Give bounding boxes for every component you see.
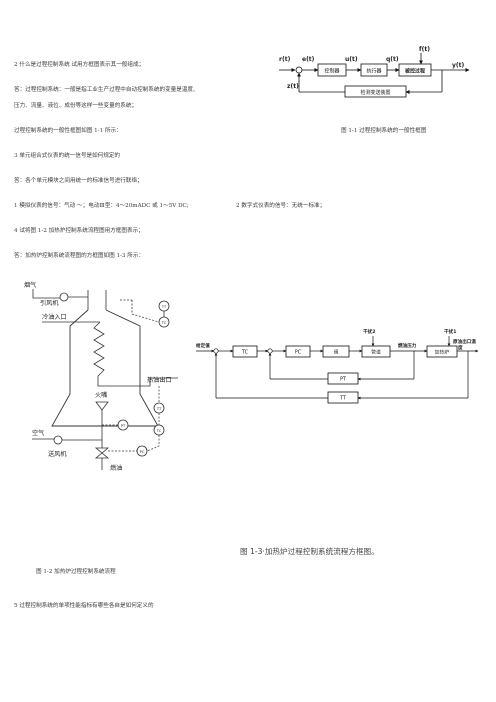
fig3-pipe-block [361, 345, 391, 358]
answer-3-analog: 1 模拟仪表的信号：气动 ～；电动Ⅲ型：4～20mADC 或 1～5V DC; [14, 203, 189, 209]
fig2-fuel-valve-icon [94, 447, 110, 459]
fig3-valve-label: 阀 [334, 349, 339, 356]
fig2-induced-fan-label: 引风机 [40, 299, 59, 307]
answer-3-digital: 2 数字式仪表的信号：无统一标准； [236, 203, 326, 209]
fig2-cold-oil-label: 冷油入口 [42, 313, 67, 321]
fig3-tt-label: TT [339, 396, 346, 402]
fig3-pc-label: PC [295, 350, 302, 356]
fig2-tc-label-lower: TC [156, 429, 162, 433]
question-2: 2 什么是过程控制系统 试用方框图表示其一般组成； [14, 62, 145, 68]
fig3-pt-block [327, 372, 359, 385]
fig3-furnace-label: 加热炉 [435, 349, 450, 356]
fig1-q-label: q(t) [386, 56, 399, 63]
fig1-y-label: y(t) [452, 62, 465, 69]
fig3-pt-label: PT [340, 377, 346, 383]
fig3-valve-block [322, 345, 350, 358]
fig3-tc-label: TC [241, 350, 249, 356]
fig3-fuel-pressure-label: 燃油压力 [398, 342, 417, 349]
fig3-disturbance-1-label: 干扰1 [444, 328, 456, 335]
fig3-pc-block [285, 345, 311, 358]
fig1-e-label: e(t) [302, 56, 315, 63]
fig1-measure-block [344, 85, 407, 98]
fig3-output-label-line-1: 原油出口温 [453, 338, 476, 345]
fig2-burner-icon [95, 401, 109, 411]
fig2-pc-label: PC [140, 450, 145, 454]
fig1-z-label: z(t) [287, 83, 299, 90]
fig1-r-label: r(t) [279, 56, 291, 63]
answer-4: 答：加热炉控制系统流程图的方框图如图 1-3 所示： [14, 253, 145, 259]
question-5: 5 过程控制系统的单项性能指标有哪些各自是如何定义的 [14, 603, 154, 609]
answer-2-line-2: 压力、流量、液位、成份等这样一些变量的系统； [14, 103, 138, 109]
fig3-disturbance-2-label: 干扰2 [363, 328, 375, 335]
fig3-setpoint-label: 给定值 [196, 342, 210, 349]
fig1-f-label: f(t) [419, 46, 430, 53]
fig2-flue-gas-label: 烟气 [24, 281, 36, 289]
fig2-tt-label-upper: TT [161, 305, 167, 309]
fig1-measure-label: 检测变送装置 [360, 89, 390, 96]
question-3: 3 单元组合式仪表的统一信号是如何规定的 [14, 153, 121, 159]
answer-3: 答：各个单元模块之间用统一的标准信号进行联络； [14, 178, 143, 184]
fig3-summing-junction-outer [213, 348, 219, 354]
fig2-tc-label-upper: TC [161, 321, 167, 325]
fig3-summing-junction-inner [267, 348, 273, 354]
fig1-u-label: u(t) [345, 56, 358, 63]
question-4: 4 试将图 1-2 加热炉控制系统流程图用方框图表示； [14, 228, 144, 234]
figure-1-2-caption: 图 1-2 加热炉过程控制系统流程 [36, 569, 116, 575]
fig2-air-label: 空气 [32, 429, 44, 437]
fig2-tt-label-lower: TT [156, 407, 162, 411]
fig1-controller-label: 控制器 [324, 68, 339, 75]
fig3-tt-block [327, 391, 359, 404]
fig2-heating-coil [93, 321, 178, 387]
figure-1-3-caption: 图 1-3·加热炉过程控制系统流程方框图。 [240, 547, 379, 556]
fig3-furnace-block [426, 345, 458, 358]
fig2-furnace-body [51, 309, 159, 427]
fig3-pipe-label: 管道 [371, 349, 381, 356]
fig3-output-label-line-2: 度 [458, 344, 463, 351]
fig2-hot-oil-label: 热油出口 [147, 376, 172, 384]
fig2-fuel-label: 燃油 [110, 464, 122, 472]
fig1-actuator-label: 执行器 [366, 68, 381, 75]
figure-1-1-caption: 图 1-1 过程控制系统的一般性框图 [341, 128, 427, 134]
fig1-process-label: 被控过程 [405, 68, 425, 75]
fig2-blower-label: 送风机 [48, 450, 67, 458]
answer-2-line-1: 答：过程控制系统：一般是指工业生产过程中自动控制系统的变量是温度、 [14, 87, 199, 93]
fig2-pt-label: PT [121, 424, 126, 428]
fig2-burner-label: 火嘴 [95, 391, 107, 399]
answer-2-line-3: 过程控制系统的一般性框图如图 1-1 所示： [14, 128, 122, 134]
fig3-tc-block [232, 345, 258, 358]
